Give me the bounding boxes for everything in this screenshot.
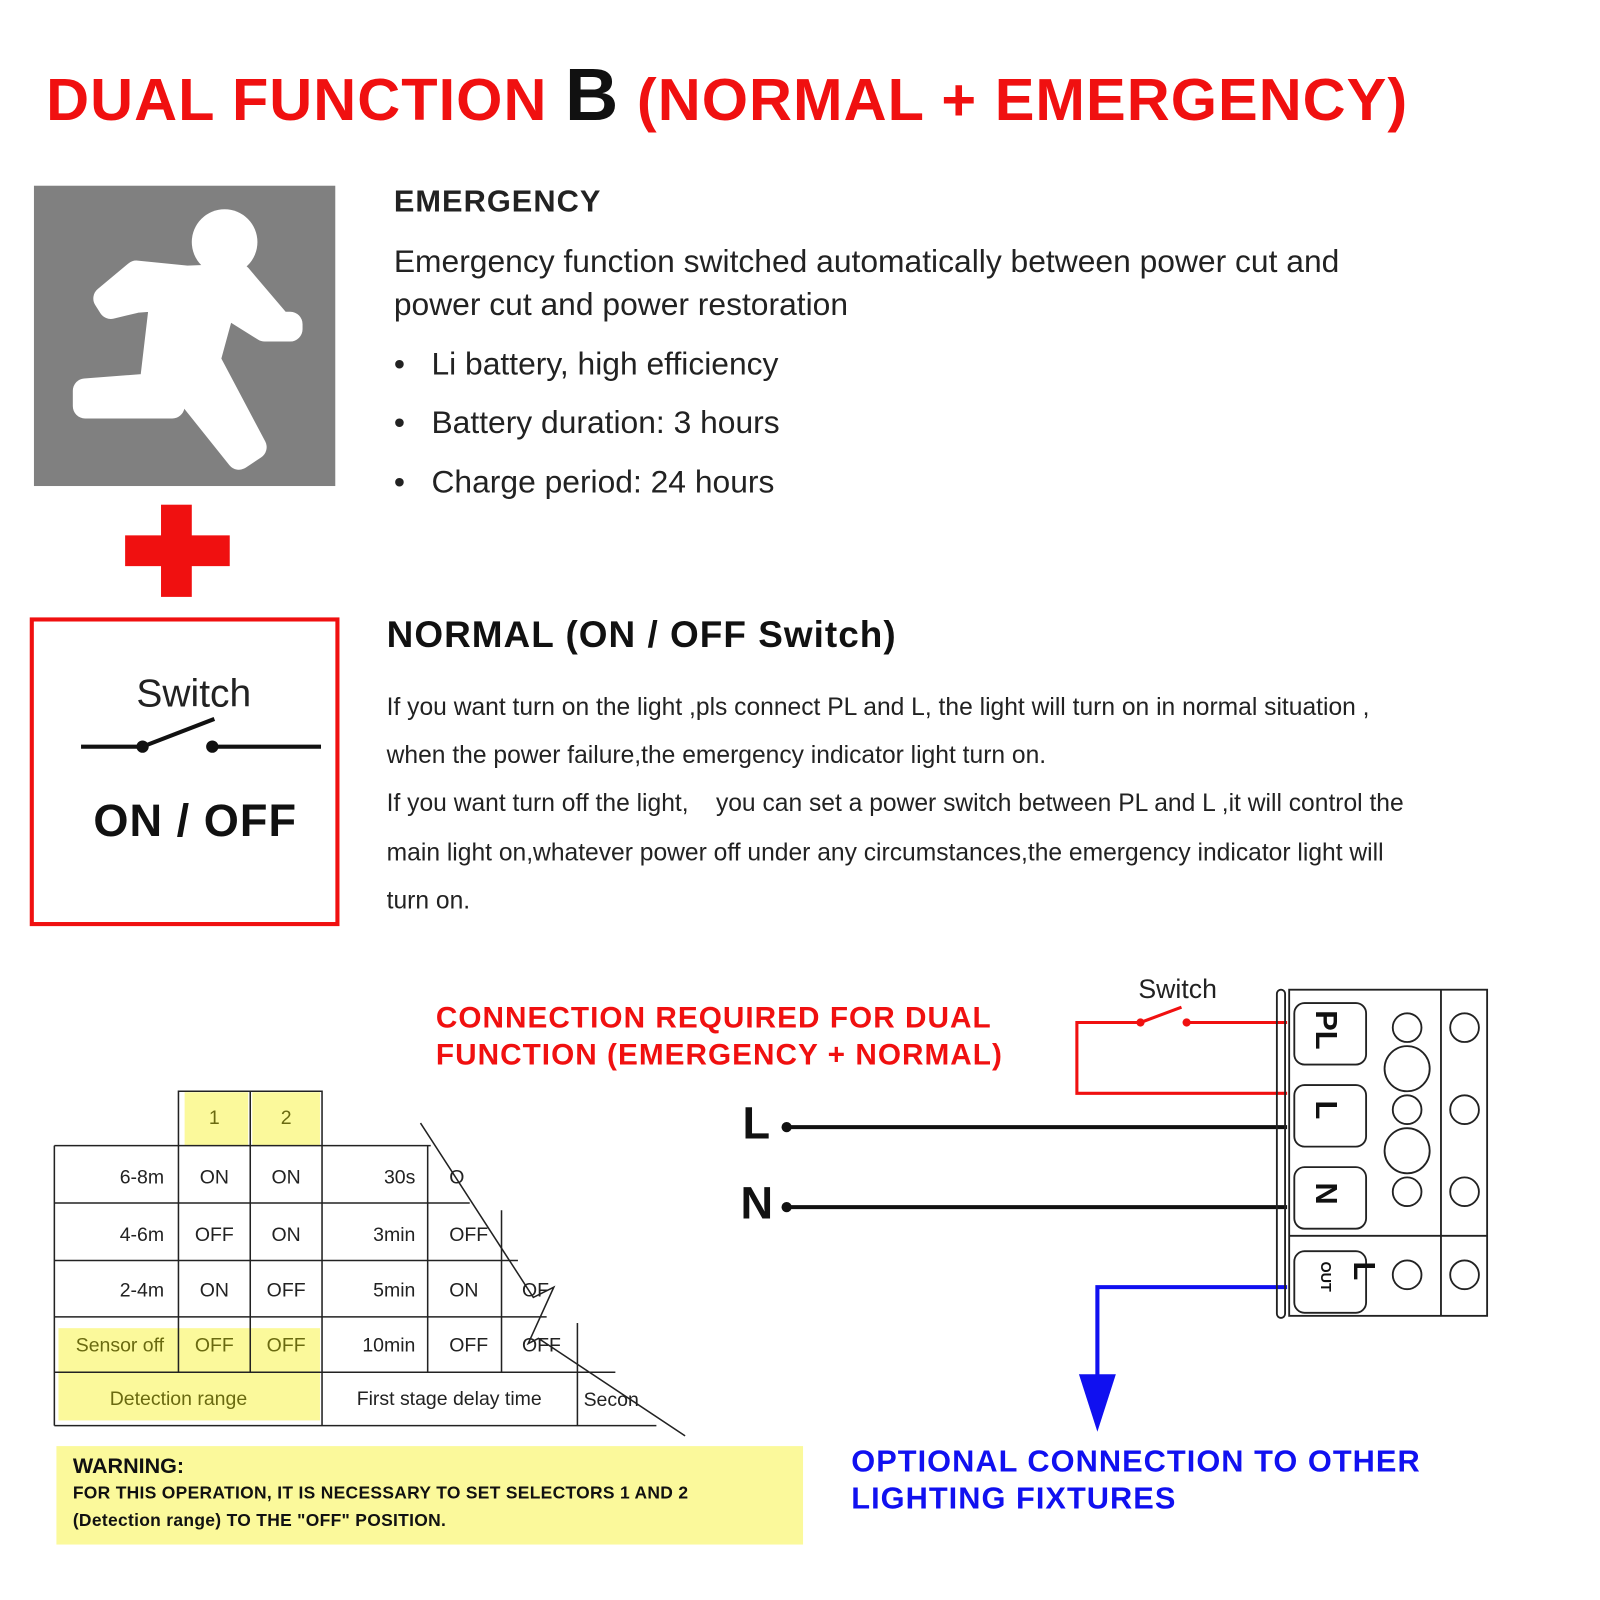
selector-header: 2 [281, 1107, 292, 1129]
footer-first-delay: First stage delay time [357, 1388, 542, 1410]
terminal-pl: PL [1309, 1010, 1344, 1049]
caption-line: CONNECTION REQUIRED FOR DUAL [435, 1002, 992, 1035]
normal-paragraph-line: If you want turn off the light, you can … [386, 789, 1404, 818]
table-cell-range: Sensor off [76, 1335, 165, 1357]
table-cell-range: 2-4m [120, 1279, 164, 1301]
title-part1: DUAL FUNCTION [46, 66, 566, 134]
warning-line: (Detection range) TO THE "OFF" POSITION. [72, 1510, 447, 1531]
table-cell-s2: OFF [267, 1335, 306, 1357]
terminal-n: N [1309, 1183, 1344, 1205]
normal-paragraph-line: turn on. [386, 887, 471, 915]
page-title: DUAL FUNCTION B (NORMAL + EMERGENCY) [46, 53, 1408, 137]
table-cell-delay: 3min [373, 1224, 415, 1246]
table-cell-delay: 30s [384, 1167, 416, 1189]
line-label-n: N [740, 1177, 773, 1228]
table-cell-s2: ON [272, 1167, 301, 1189]
switch-box-mode: ON / OFF [93, 795, 298, 847]
switch-wire [1075, 1005, 1288, 1095]
terminal-out-label: OUT [1317, 1261, 1333, 1292]
table-cell-delay: 10min [362, 1335, 415, 1357]
caption-line: FUNCTION (EMERGENCY + NORMAL) [435, 1038, 1003, 1072]
bullet-item: • Battery duration: 3 hours [393, 404, 780, 440]
warning-box: WARNING: FOR THIS OPERATION, IT IS NECES… [56, 1446, 804, 1545]
table-cell-d2: OF [522, 1279, 549, 1301]
switch-box-label: Switch [136, 672, 252, 716]
emergency-exit-icon [33, 185, 336, 487]
table-cell-s1: ON [200, 1279, 229, 1301]
table-cell-s1: OFF [195, 1335, 234, 1357]
switch-symbol-icon [81, 717, 322, 753]
plus-icon [125, 504, 230, 597]
normal-paragraph-line: main light on,whatever power off under a… [386, 838, 1384, 867]
terminal-block [1275, 988, 1489, 1319]
table-cell-s1: ON [200, 1167, 229, 1189]
title-letter: B [565, 54, 620, 137]
bullet-item: • Charge period: 24 hours [393, 463, 775, 500]
table-cell-d2: OFF [522, 1335, 561, 1357]
table-cell-d1: OFF [449, 1335, 488, 1357]
caption-line: OPTIONAL CONNECTION TO OTHER [851, 1445, 1421, 1479]
normal-paragraph-line: If you want turn on the light ,pls conne… [386, 693, 1370, 721]
emergency-description: Emergency function switched automaticall… [393, 243, 1340, 279]
wiring-switch-label: Switch [1138, 974, 1217, 1004]
terminal-l: L [1309, 1100, 1344, 1119]
bullet-item: • Li battery, high efficiency [393, 345, 779, 382]
emergency-heading: EMERGENCY [393, 184, 602, 219]
table-cell-s1: OFF [195, 1224, 234, 1246]
title-part2: (NORMAL + EMERGENCY) [619, 66, 1409, 134]
warning-line: FOR THIS OPERATION, IT IS NECESSARY TO S… [72, 1483, 689, 1503]
table-cell-d1: ON [449, 1279, 478, 1301]
arrow-down-icon [1078, 1374, 1116, 1432]
selector-header: 1 [209, 1107, 220, 1129]
terminal-l-out: L [1347, 1261, 1382, 1280]
table-cell-range: 4-6m [120, 1224, 164, 1246]
emergency-description: power cut and power restoration [393, 286, 849, 323]
table-cell-d1: OFF [449, 1224, 488, 1246]
normal-paragraph-line: when the power failure,the emergency ind… [386, 741, 1047, 770]
normal-heading: NORMAL (ON / OFF Switch) [386, 613, 897, 656]
footer-second-delay: Secon [584, 1389, 639, 1411]
line-label-l: L [743, 1097, 771, 1148]
bullet-text: Charge period: 24 hours [431, 463, 775, 500]
warning-title: WARNING: [72, 1454, 185, 1478]
table-cell-s2: OFF [267, 1279, 306, 1301]
bullet-text: Li battery, high efficiency [431, 345, 779, 382]
optional-wire [1095, 1285, 1288, 1380]
footer-detection-range: Detection range [110, 1388, 247, 1410]
switch-box: Switch ON / OFF [29, 617, 340, 927]
bullet-text: Battery duration: 3 hours [431, 404, 780, 440]
table-cell-d1: O [449, 1167, 464, 1189]
table-cell-delay: 5min [373, 1279, 415, 1301]
table-cell-range: 6-8m [120, 1167, 164, 1189]
caption-line: LIGHTING FIXTURES [851, 1481, 1177, 1516]
wiring-diagram: Switch L N PL L N L OUT [740, 974, 1489, 1432]
table-cell-s2: ON [272, 1224, 301, 1246]
